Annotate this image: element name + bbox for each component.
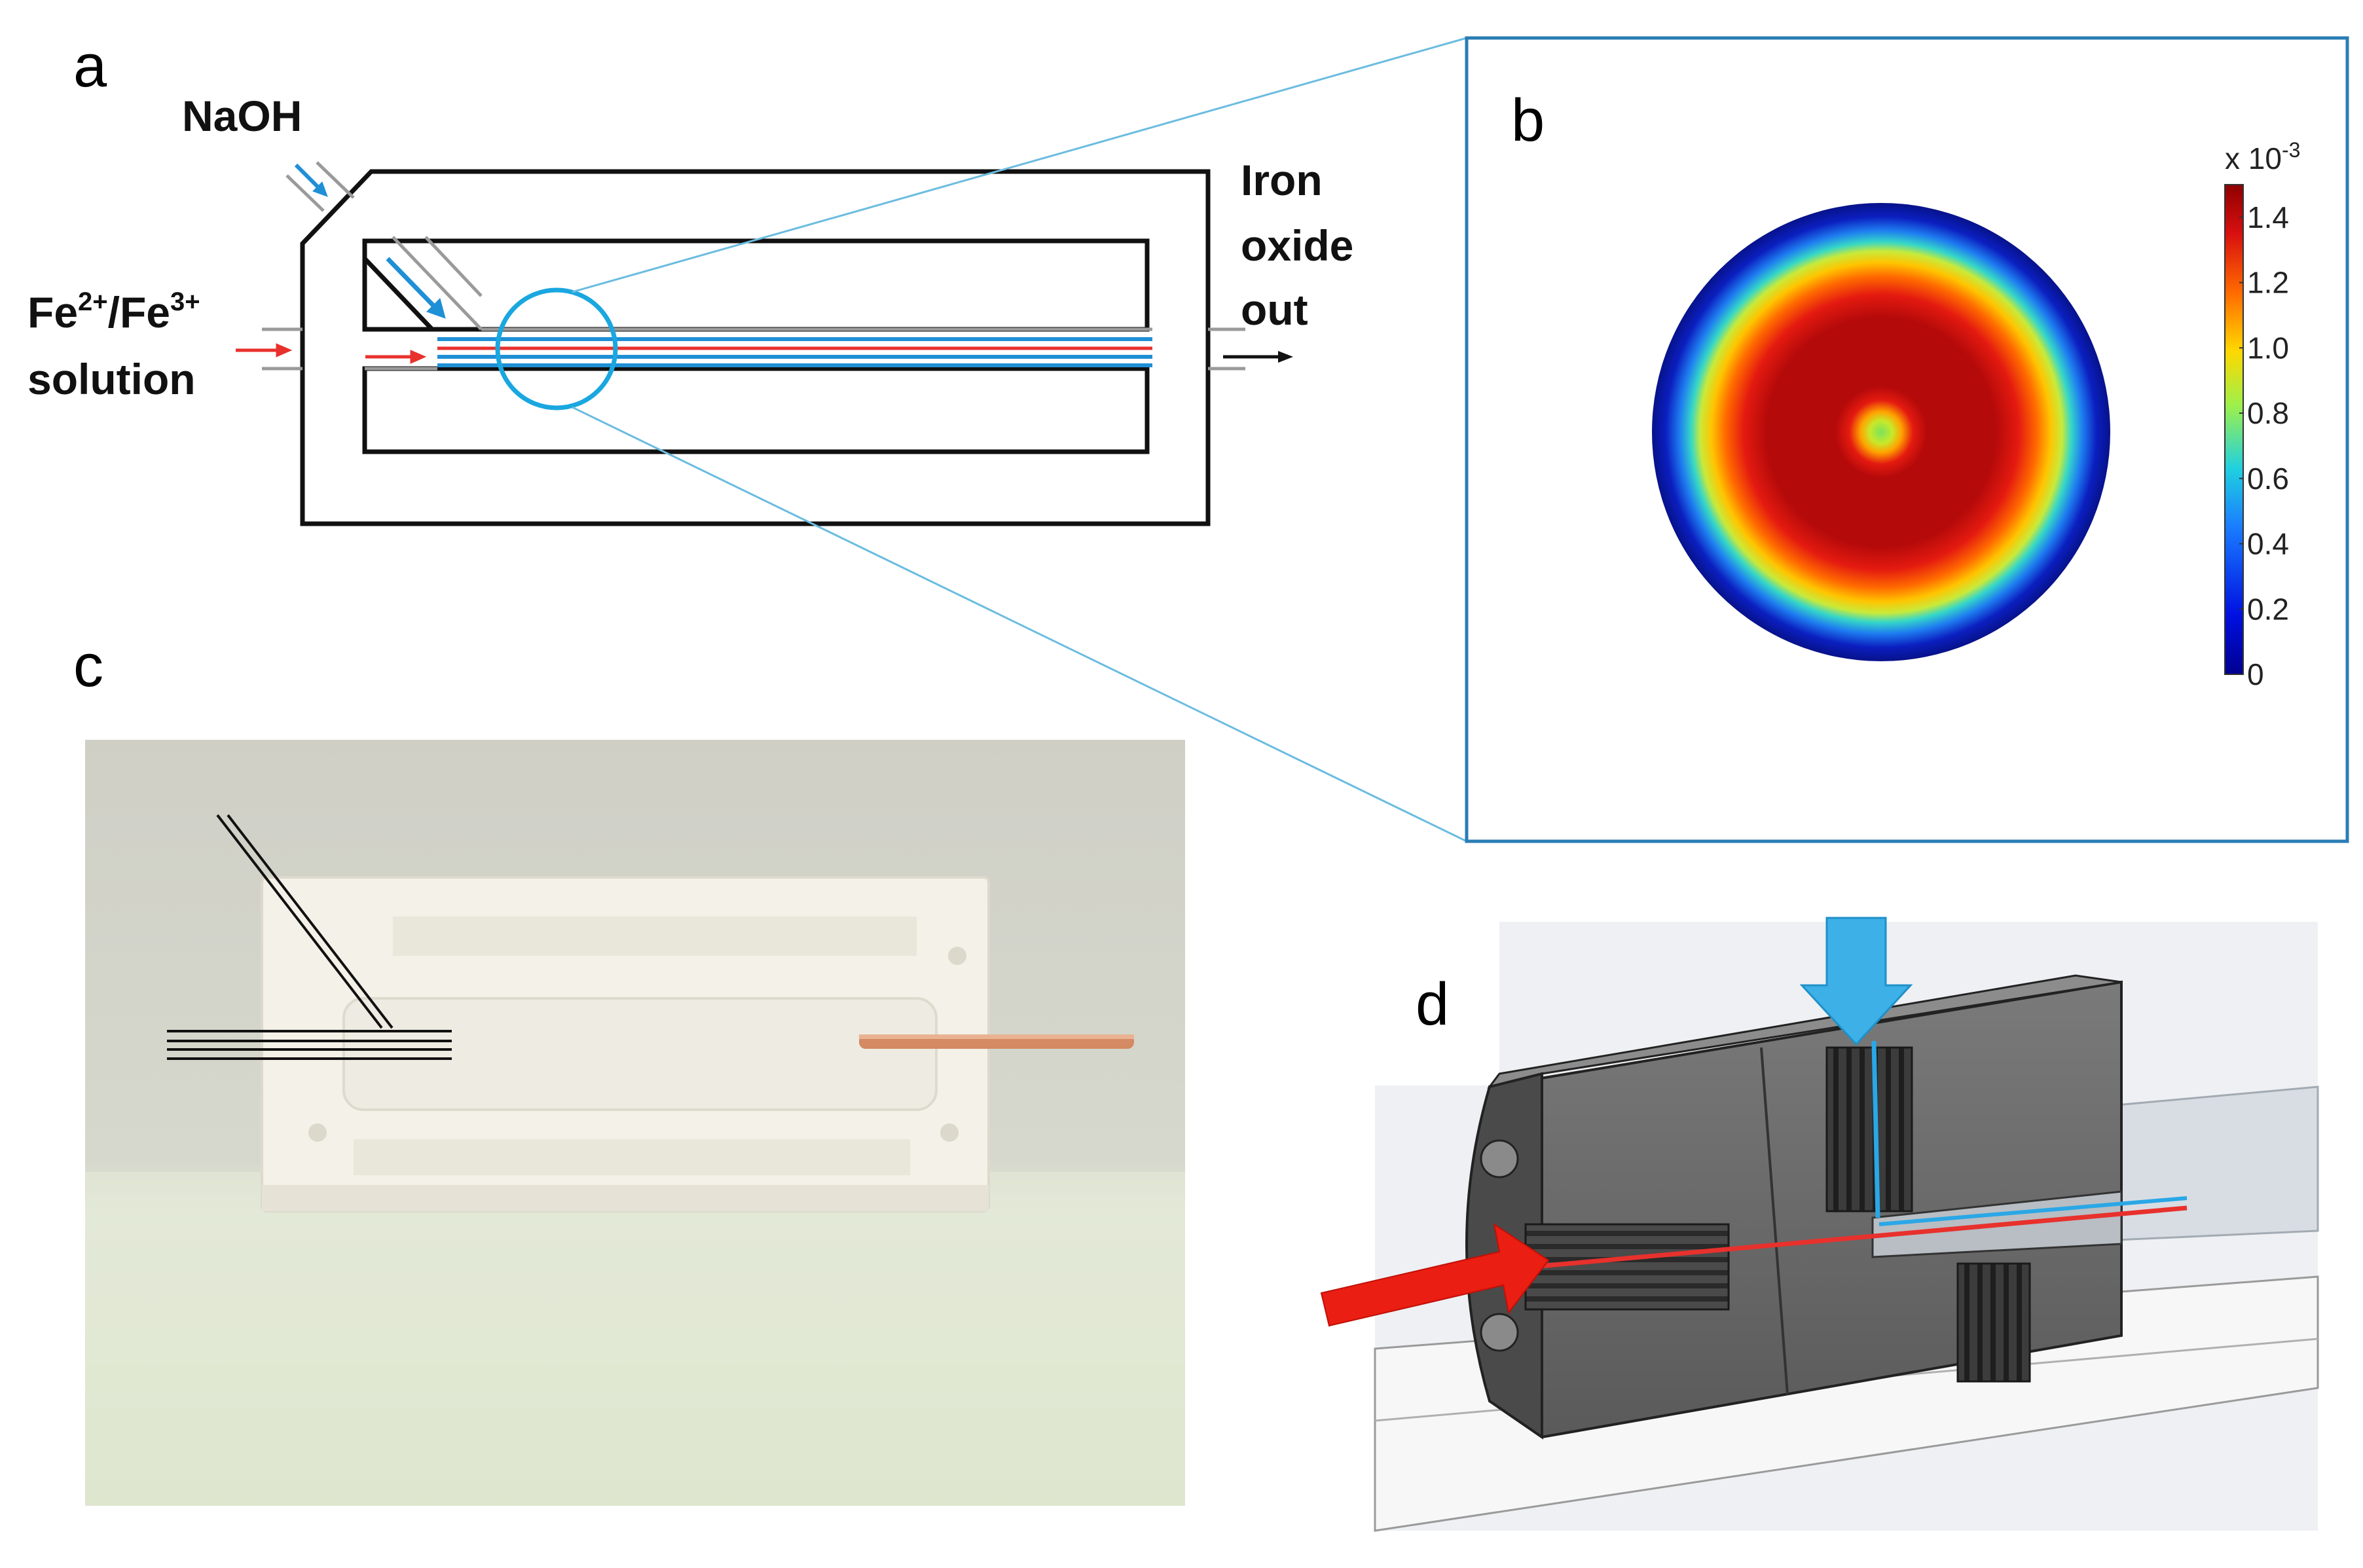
cad-naoh-arrow bbox=[1799, 917, 1913, 1046]
zoom-guide-bottom bbox=[572, 406, 1467, 843]
naoh-inlet-tube bbox=[285, 161, 483, 331]
chip-channel-window bbox=[342, 997, 938, 1111]
zoom-guide-top bbox=[572, 37, 1467, 293]
fe-flow-arrow bbox=[236, 343, 427, 364]
colorbar-ticks: 1.4 1.2 1.0 0.8 0.6 0.4 0.2 0 bbox=[2239, 200, 2289, 691]
outlet-arrow bbox=[1278, 351, 1293, 363]
chip-embossed-text-top bbox=[393, 917, 917, 956]
colorbar-tick-label: 0.4 bbox=[2247, 527, 2289, 561]
cad-bottom-thread bbox=[1956, 1262, 2031, 1383]
panel-a-letter: a bbox=[73, 33, 107, 100]
panel-b-letter: b bbox=[1511, 87, 1545, 154]
cad-red-channel bbox=[1531, 1205, 2188, 1269]
concentration-disk bbox=[1652, 203, 2110, 661]
overlay-channel-lines bbox=[167, 814, 452, 1060]
naoh-flow-arrow bbox=[294, 163, 446, 319]
cad-blue-channel bbox=[1878, 1196, 2188, 1226]
colorbar-multiplier: x 10-3 bbox=[2225, 138, 2300, 175]
panel-d: d bbox=[1320, 917, 2319, 1532]
iron-oxide-label-line3: out bbox=[1241, 285, 1308, 334]
iron-oxide-label-line2: oxide bbox=[1241, 221, 1353, 270]
cad-top-thread bbox=[1825, 1046, 1913, 1212]
colorbar: x 10-3 1.4 1.2 1.0 0.8 0.6 0.4 0.2 0 bbox=[2224, 138, 2300, 691]
chip-outline bbox=[300, 169, 1211, 526]
colorbar-tick-label: 1.0 bbox=[2247, 331, 2289, 365]
iron-oxide-label-line1: Iron bbox=[1241, 156, 1323, 204]
fe-solution-label-line1: Fe2+/Fe3+ bbox=[27, 287, 200, 337]
colorbar-tick-label: 0.2 bbox=[2247, 592, 2289, 626]
colorbar-tick-label: 1.2 bbox=[2247, 266, 2289, 300]
panel-b: b x 10-3 1.4 1.2 1.0 0.8 0.6 0.4 0.2 0 bbox=[1465, 36, 2349, 843]
upper-cavity bbox=[362, 238, 1150, 332]
colorbar-tick-label: 0 bbox=[2247, 657, 2264, 691]
colorbar-tick-label: 0.8 bbox=[2247, 396, 2289, 430]
chip-embossed-text-bottom bbox=[354, 1139, 910, 1175]
reactor-channel bbox=[437, 327, 1152, 367]
colorbar-gradient bbox=[2224, 184, 2244, 675]
fe-solution-label-line2: solution bbox=[27, 355, 196, 403]
device-photo bbox=[85, 740, 1185, 1506]
colorbar-tick-label: 1.4 bbox=[2247, 200, 2289, 234]
naoh-label: NaOH bbox=[182, 92, 302, 140]
panel-a: a bbox=[27, 33, 1467, 843]
cad-iron-arrow bbox=[1320, 1222, 1550, 1327]
cad-inlet-thread bbox=[1524, 1223, 1730, 1311]
panel-d-letter: d bbox=[1416, 971, 1449, 1038]
colorbar-tick-label: 0.6 bbox=[2247, 462, 2289, 496]
panel-c: c bbox=[73, 632, 1185, 1506]
outlet-tube bbox=[1208, 327, 1293, 371]
inlet-triangle bbox=[362, 253, 438, 332]
lower-cavity bbox=[362, 366, 1150, 454]
zoom-circle bbox=[495, 287, 618, 410]
panel-c-letter: c bbox=[73, 632, 103, 699]
fe-inlet-tube bbox=[262, 327, 437, 371]
